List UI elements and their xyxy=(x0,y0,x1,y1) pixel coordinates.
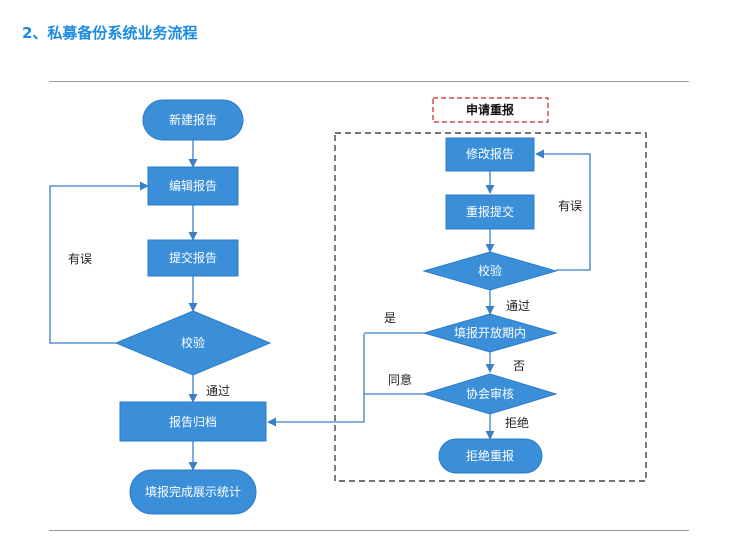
label-agree: 同意 xyxy=(388,372,412,387)
bottom-divider xyxy=(49,530,689,531)
node-resubmit-label: 重报提交 xyxy=(466,204,514,219)
node-reject-label: 拒绝重报 xyxy=(466,448,514,463)
label-right-pass: 通过 xyxy=(506,299,530,313)
node-new-report: 新建报告 xyxy=(142,99,244,141)
edge-verify-error-loop-right xyxy=(535,149,591,271)
node-assoc-review-label: 协会审核 xyxy=(466,386,514,401)
node-verify-right: 校验 xyxy=(422,251,558,291)
node-modify-report: 修改报告 xyxy=(445,137,535,172)
reapply-title: 申请重报 xyxy=(466,102,514,117)
label-no: 否 xyxy=(513,359,525,373)
node-stats-label: 填报完成展示统计 xyxy=(145,484,241,499)
edge-verify-error-loop xyxy=(49,181,149,344)
node-within-period-label: 填报开放期内 xyxy=(454,325,526,340)
node-assoc-review: 协会审核 xyxy=(422,373,558,415)
label-left-pass: 通过 xyxy=(206,384,230,398)
node-stats: 填报完成展示统计 xyxy=(129,469,257,515)
node-verify-left-label: 校验 xyxy=(181,335,205,350)
node-edit-report: 编辑报告 xyxy=(147,166,239,206)
node-new-report-label: 新建报告 xyxy=(169,112,217,127)
node-within-period: 填报开放期内 xyxy=(422,313,558,353)
node-verify-right-label: 校验 xyxy=(478,263,502,278)
node-reject: 拒绝重报 xyxy=(438,438,543,474)
page-heading: 2、私募备份系统业务流程 xyxy=(22,24,198,42)
node-submit-report-label: 提交报告 xyxy=(169,250,217,265)
label-yes: 是 xyxy=(384,311,396,325)
node-submit-report: 提交报告 xyxy=(147,239,239,277)
label-left-error: 有误 xyxy=(68,252,92,266)
node-archive-label: 报告归档 xyxy=(169,414,217,429)
reapply-dashed-frame xyxy=(334,132,647,482)
label-refuse: 拒绝 xyxy=(505,415,529,430)
top-divider xyxy=(49,81,689,82)
node-modify-report-label: 修改报告 xyxy=(466,146,514,161)
left-flow-connectors xyxy=(49,140,424,471)
node-verify-left: 校验 xyxy=(114,310,272,376)
label-right-error: 有误 xyxy=(558,199,582,213)
node-archive: 报告归档 xyxy=(119,401,267,442)
node-resubmit: 重报提交 xyxy=(445,194,535,230)
reapply-title-frame xyxy=(432,97,549,123)
edge-yes-to-archive xyxy=(267,334,365,427)
right-flow-connectors xyxy=(364,149,591,440)
node-edit-report-label: 编辑报告 xyxy=(169,178,217,193)
